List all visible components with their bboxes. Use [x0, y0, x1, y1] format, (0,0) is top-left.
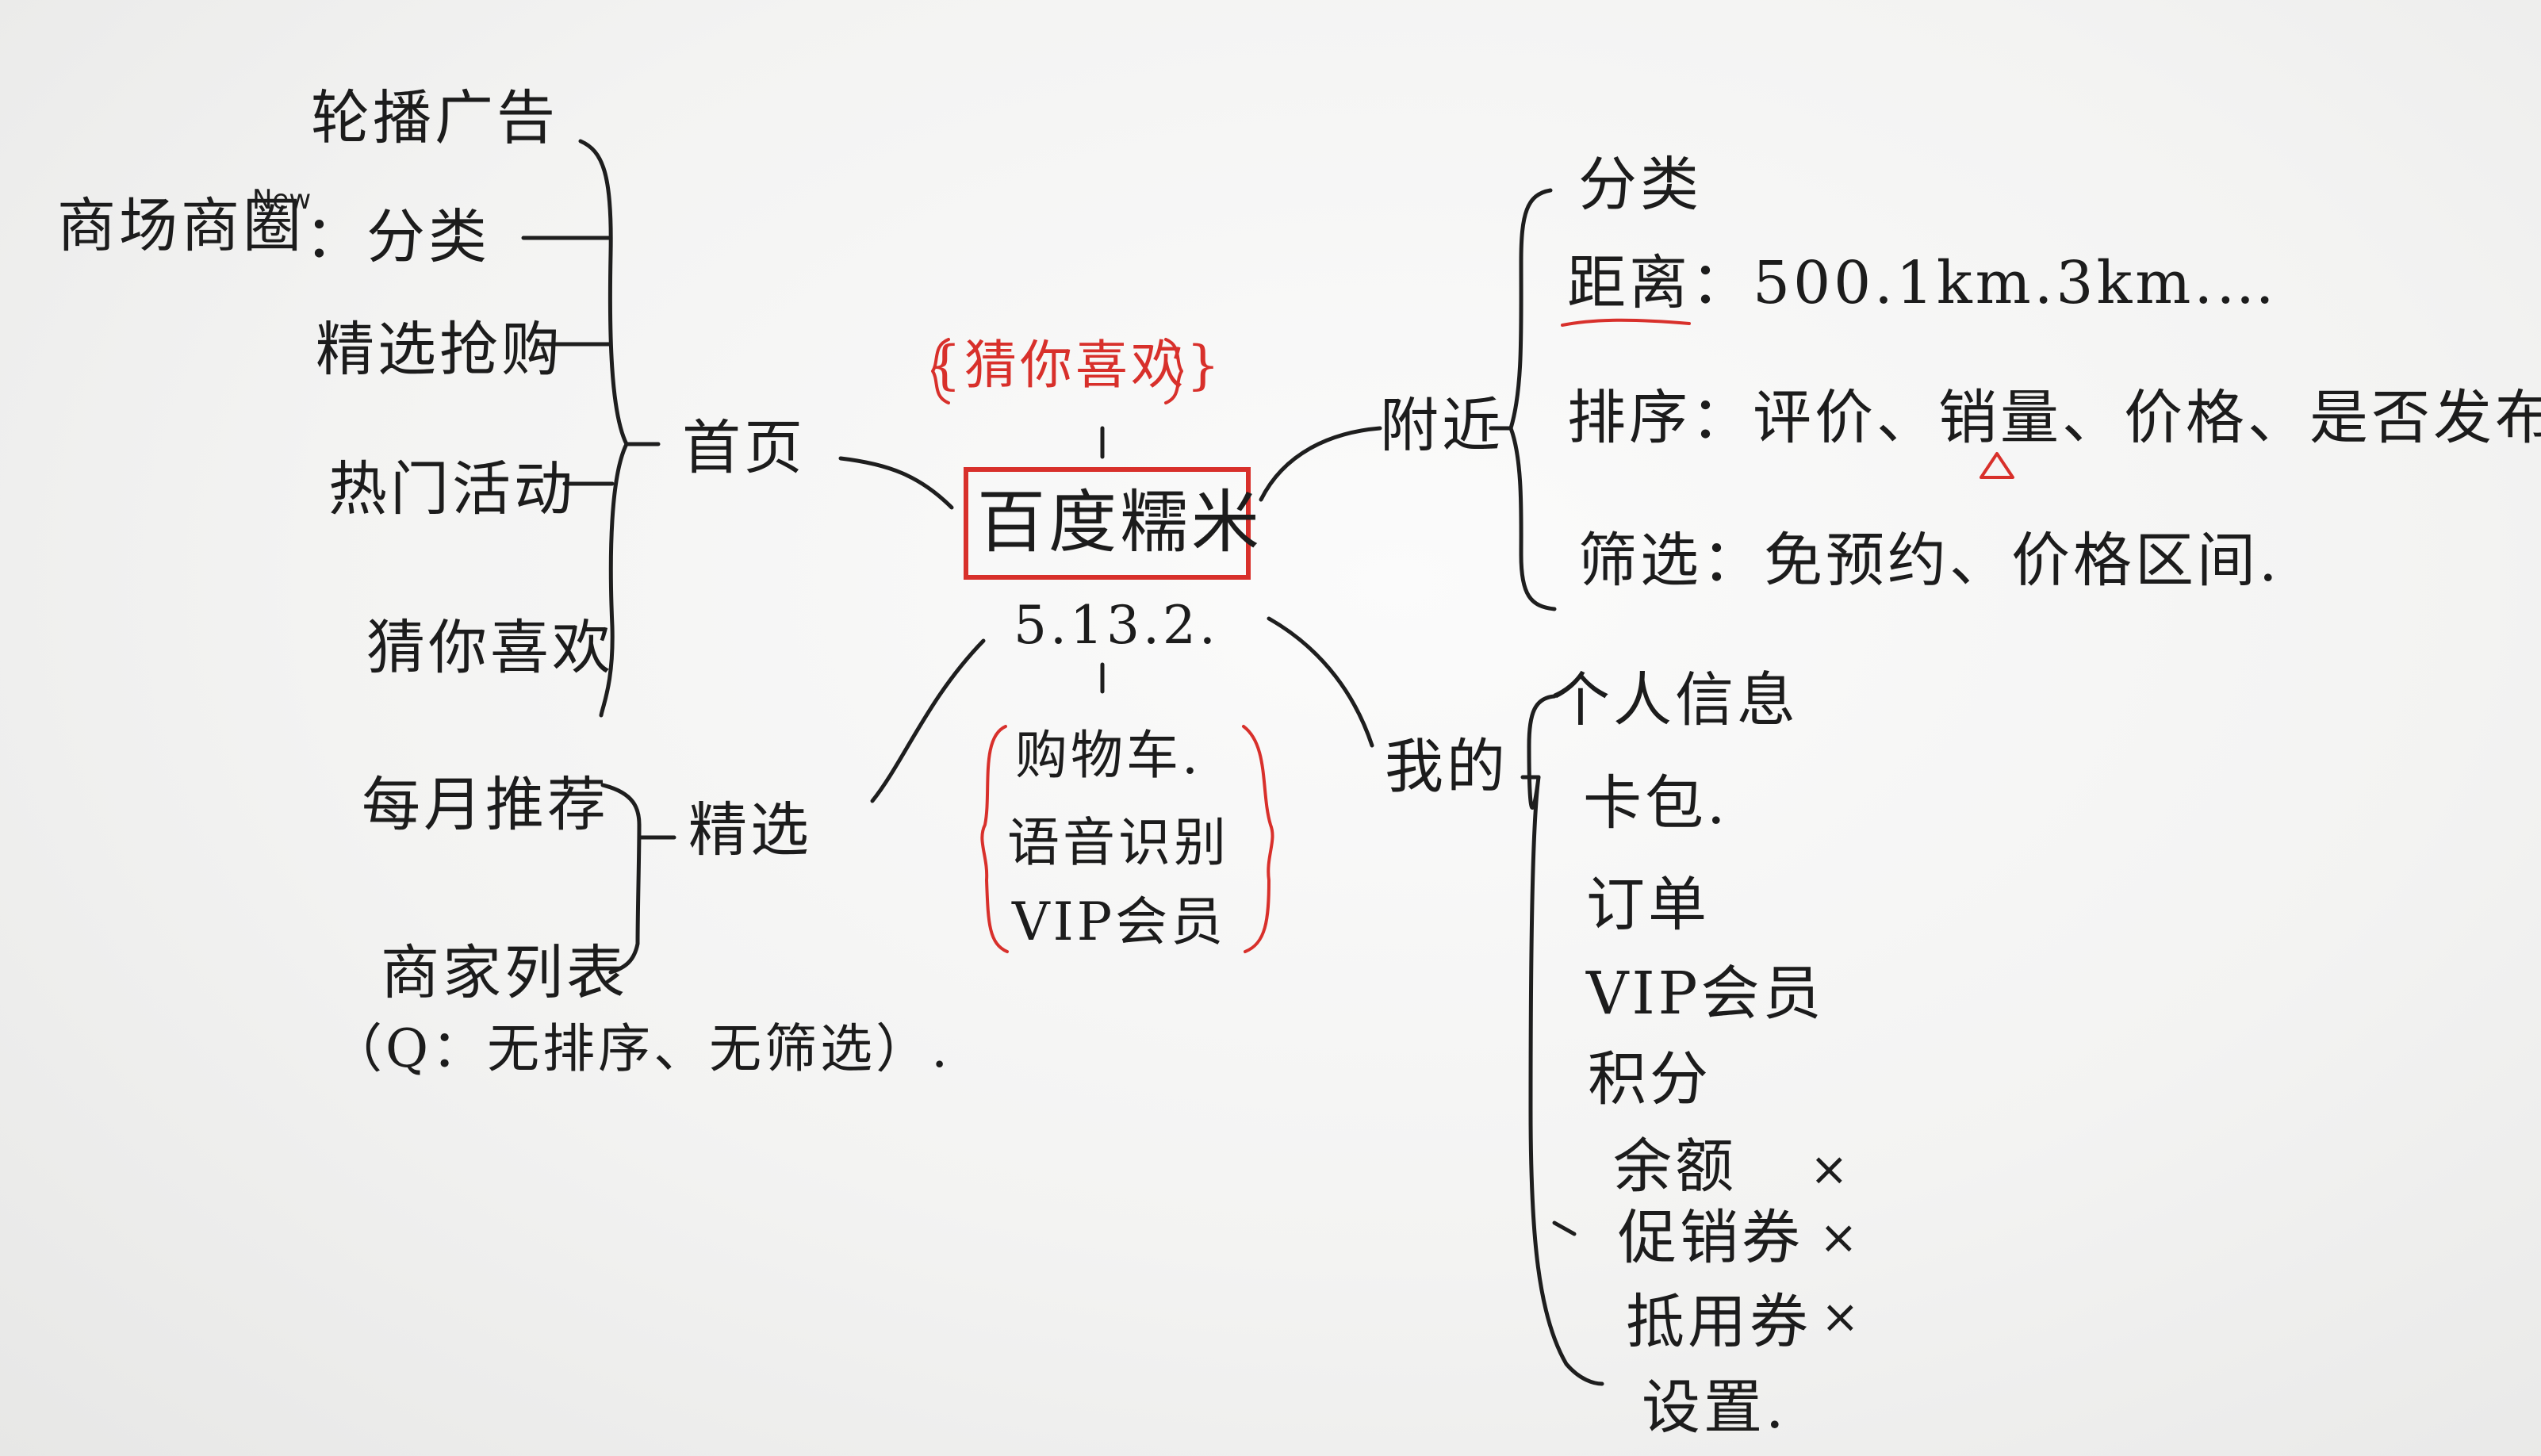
- home-item-carousel: 轮播广告: [311, 84, 558, 152]
- mine-item-profile: 个人信息: [1551, 666, 1799, 734]
- home-item-category: ：分类: [305, 203, 490, 271]
- home-item-hot-events: 热门活动: [328, 455, 576, 523]
- home-item-flash-sale: 精选抢购: [316, 316, 563, 384]
- nearby-item-category: 分类: [1578, 151, 1702, 219]
- red-triangle-mark: [1980, 452, 2014, 479]
- center-note-vip: VIP会员: [1012, 891, 1227, 952]
- bracket-featured: [600, 783, 642, 975]
- featured-item-monthly: 每月推荐: [362, 771, 609, 839]
- cross-mark-balance: ×: [1810, 1142, 1849, 1196]
- bracket-mine: [1527, 694, 1604, 1386]
- home-item-guess: 猜你喜欢: [366, 614, 614, 682]
- cross-mark-promo: ×: [1819, 1210, 1858, 1264]
- mine-item-orders: 订单: [1586, 871, 1710, 939]
- distance-underline: [1561, 318, 1691, 327]
- link-center-home: [838, 456, 954, 510]
- tick-mine-balance: [1552, 1220, 1577, 1236]
- featured-item-merchants: 商家列表: [381, 939, 628, 1007]
- new-tag: New: [252, 184, 312, 216]
- center-top-note: {猜你喜欢}: [928, 335, 1223, 396]
- featured-label: 精选: [688, 796, 812, 864]
- center-box: [964, 467, 1251, 580]
- brace-bottom-left: [980, 725, 1009, 953]
- link-center-featured: [870, 638, 986, 803]
- featured-note: （Q：无排序、无筛选）.: [330, 1018, 952, 1079]
- brace-top-left: [931, 338, 950, 404]
- mine-item-vip: VIP会员: [1586, 960, 1825, 1028]
- link-center-nearby: [1259, 426, 1382, 502]
- mine-item-voucher: 抵用券: [1626, 1288, 1811, 1356]
- mine-item-promo-coupon: 促销券: [1618, 1204, 1803, 1272]
- nearby-item-distance: 距离：500.1km.3km.…: [1567, 249, 2278, 317]
- mine-item-cards: 卡包.: [1583, 769, 1729, 837]
- nearby-item-sort: 排序：评价、销量、价格、是否发布: [1567, 384, 2541, 452]
- mine-item-settings: 设置.: [1642, 1374, 1788, 1442]
- brace-top-right: [1164, 338, 1183, 404]
- link-center-mine: [1267, 616, 1374, 748]
- home-mall-prefix: 商场商圈: [57, 192, 305, 260]
- mine-label: 我的: [1385, 733, 1508, 801]
- mine-item-balance: 余额: [1613, 1132, 1737, 1201]
- home-label: 首页: [682, 414, 806, 482]
- nearby-label: 附近: [1380, 392, 1504, 460]
- brace-bottom-right: [1242, 725, 1274, 953]
- center-note-cart: 购物车.: [1015, 725, 1202, 786]
- bracket-nearby: [1508, 188, 1557, 611]
- nearby-item-filter: 筛选：免预约、价格区间.: [1578, 527, 2281, 595]
- mine-item-points: 积分: [1588, 1045, 1711, 1113]
- center-note-voice: 语音识别: [1007, 812, 1229, 873]
- center-title: 百度糯米: [977, 483, 1263, 562]
- center-version: 5.13.2.: [1014, 595, 1219, 656]
- cross-mark-voucher: ×: [1821, 1289, 1860, 1343]
